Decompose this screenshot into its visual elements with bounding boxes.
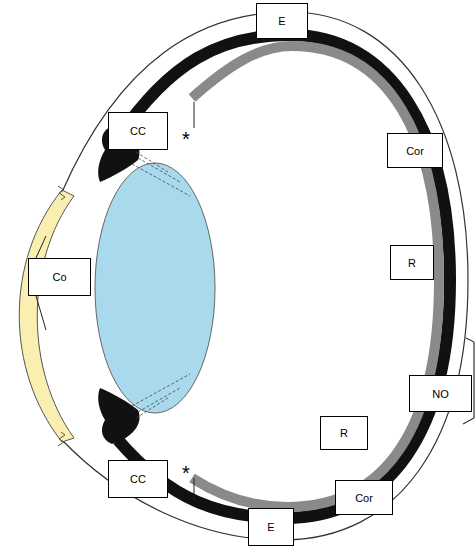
part-label: Cor — [387, 133, 443, 168]
asterisk-mark: * — [178, 462, 194, 484]
part-label: CC — [108, 112, 168, 150]
part-label: CC — [108, 460, 168, 498]
part-label: Cor — [335, 480, 393, 515]
part-label: R — [320, 416, 368, 450]
lens — [95, 163, 215, 413]
zonules — [132, 152, 190, 418]
part-label: NO — [409, 375, 472, 412]
cornea — [19, 190, 74, 442]
asterisk-mark: * — [178, 128, 194, 150]
part-label: E — [248, 508, 294, 546]
retina — [192, 46, 439, 507]
part-label: E — [256, 3, 308, 39]
leader-line — [36, 102, 194, 500]
sclera-outline — [62, 12, 468, 540]
part-label: Co — [28, 258, 91, 296]
ciliary-body — [98, 388, 139, 444]
limbus-mark — [58, 186, 65, 446]
part-label: R — [390, 245, 434, 280]
